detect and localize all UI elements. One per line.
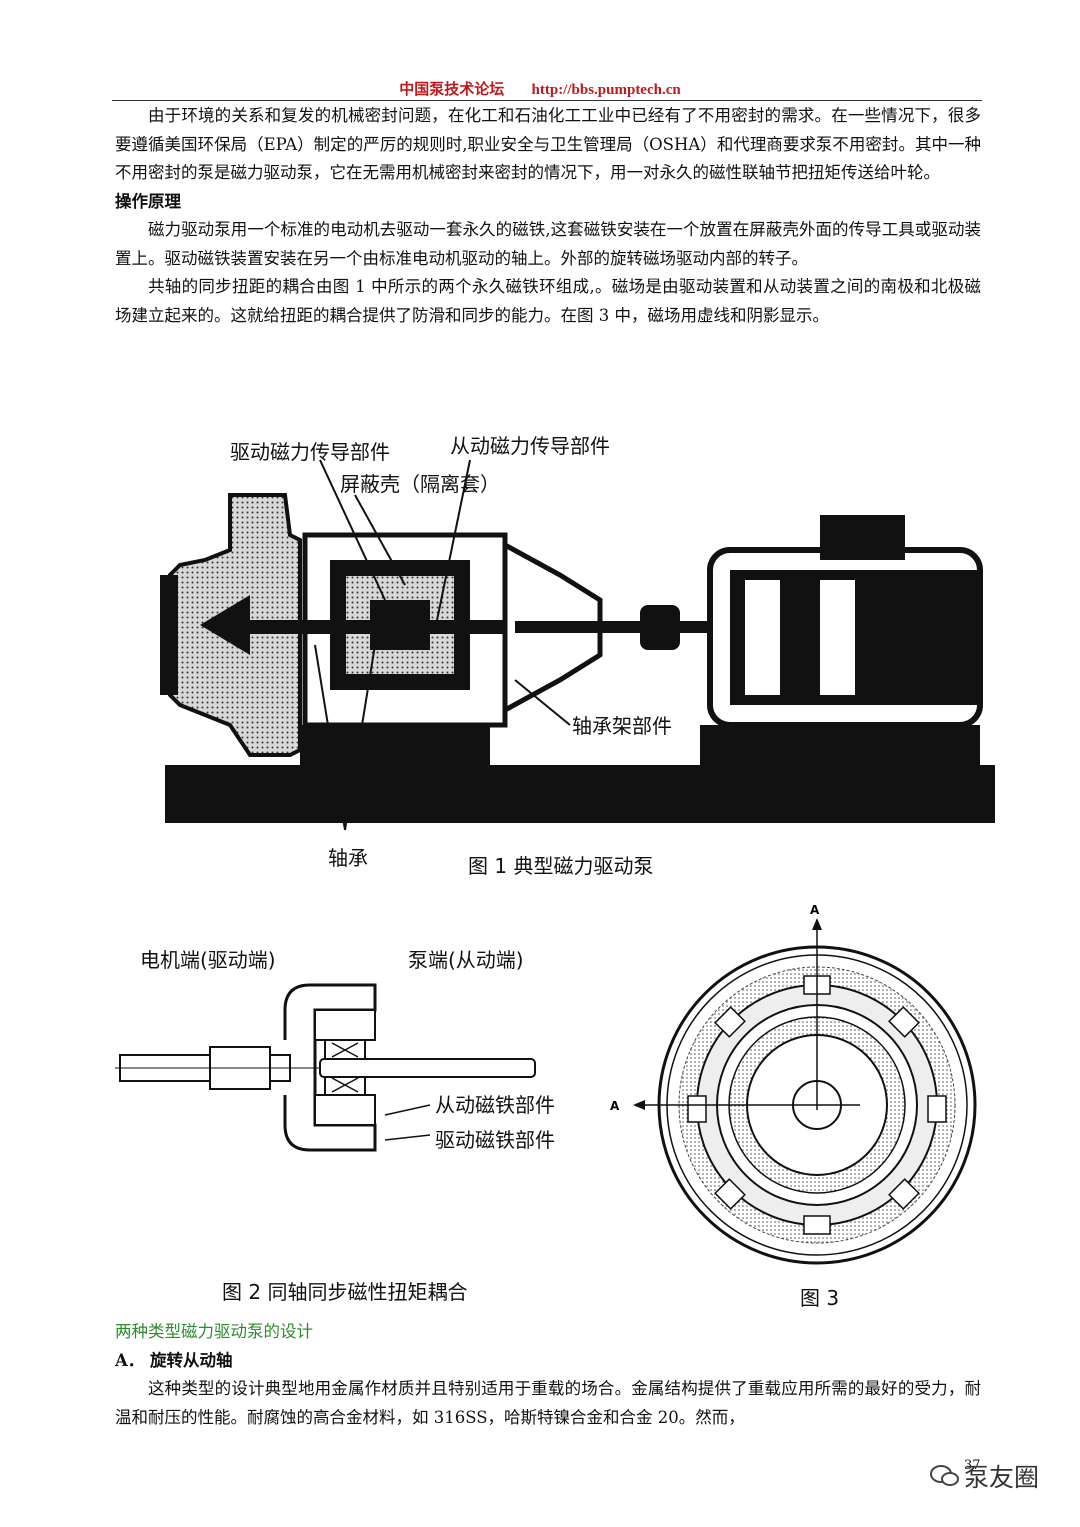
label-motor-end: 电机端(驱动端) xyxy=(140,948,276,972)
principle-paragraph-2: 共轴的同步扭距的耦合由图 1 中所示的两个永久磁铁环组成,。磁场是由驱动装置和从… xyxy=(115,277,981,325)
section-title: 操作原理 xyxy=(115,191,181,211)
label-driven-magnet: 从动磁铁部件 xyxy=(435,1093,555,1117)
design-title: 两种类型磁力驱动泵的设计 xyxy=(115,1322,313,1341)
axis-label-top: A xyxy=(810,903,820,917)
top-text-block: 由于环境的关系和复发的机械密封问题，在化工和石油化工工业中已经有了不用密封的需求… xyxy=(115,102,981,330)
figure-2-coupling-diagram: 电机端(驱动端) 泵端(从动端) 从动磁铁部件 驱动磁铁部件 图 2 同轴同步磁… xyxy=(115,948,555,1304)
label-drive-conductor: 驱动磁力传导部件 xyxy=(230,440,390,464)
site-url[interactable]: http://bbs.pumptech.cn xyxy=(531,82,681,98)
principle-paragraph-1: 磁力驱动泵用一个标准的电动机去驱动一套永久的磁铁,这套磁铁安装在一个放置在屏蔽壳… xyxy=(115,220,981,268)
label-driven-conductor: 从动磁力传导部件 xyxy=(450,434,610,458)
intro-paragraph: 由于环境的关系和复发的机械密封问题，在化工和石油化工工业中已经有了不用密封的需求… xyxy=(115,106,981,182)
design-paragraph: 这种类型的设计典型地用金属作材质并且特别适用于重载的场合。金属结构提供了重载应用… xyxy=(115,1379,981,1427)
chat-bubble-icon xyxy=(930,1465,959,1486)
label-bearing-frame: 轴承架部件 xyxy=(572,714,672,738)
bottom-text-block: 两种类型磁力驱动泵的设计 A． 旋转从动轴 这种类型的设计典型地用金属作材质并且… xyxy=(115,1318,981,1432)
figure-3-magnetic-field-diagram: A A 图 3 xyxy=(610,903,977,1310)
page-number: 37 xyxy=(964,1458,981,1473)
axis-label-left: A xyxy=(610,1099,620,1113)
watermark: 泵友圈 xyxy=(930,1458,1039,1494)
label-drive-magnet: 驱动磁铁部件 xyxy=(435,1128,555,1152)
figure-1-pump-diagram: 驱动磁力传导部件 从动磁力传导部件 屏蔽壳（隔离套） 轴承架部件 轴承 图 1 … xyxy=(160,434,995,878)
label-shell: 屏蔽壳（隔离套） xyxy=(340,472,500,496)
subsection-a-title: A． 旋转从动轴 xyxy=(115,1350,233,1370)
header-divider xyxy=(112,100,982,101)
figure-1-caption: 图 1 典型磁力驱动泵 xyxy=(468,854,653,878)
watermark-text: 泵友圈 xyxy=(964,1463,1040,1492)
page-header: 中国泵技术论坛 http://bbs.pumptech.cn xyxy=(0,78,1080,99)
forum-name: 中国泵技术论坛 xyxy=(399,80,505,98)
figure-3-caption: 图 3 xyxy=(800,1286,839,1310)
label-pump-end: 泵端(从动端) xyxy=(408,948,524,972)
label-bearing: 轴承 xyxy=(328,846,368,870)
figure-2-caption: 图 2 同轴同步磁性扭矩耦合 xyxy=(222,1280,467,1304)
